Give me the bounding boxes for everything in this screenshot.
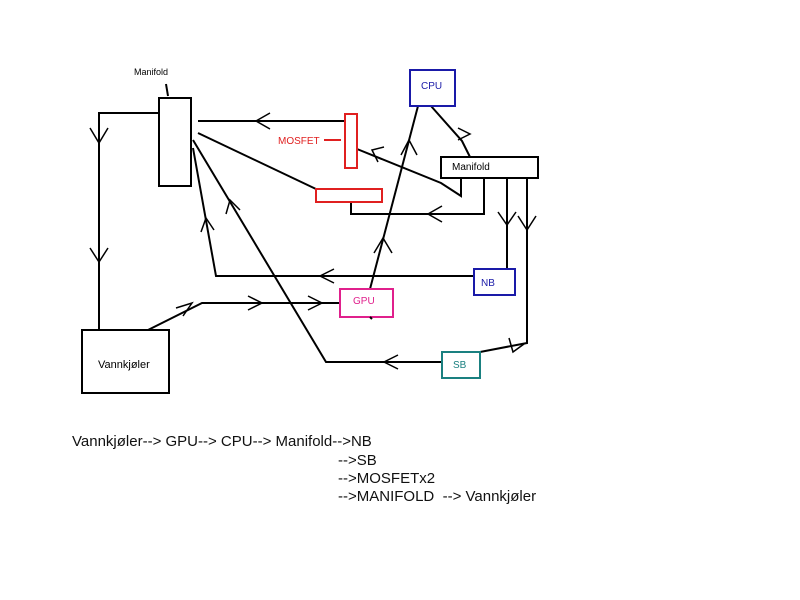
arrow-icon [89,127,109,145]
arrow-icon [200,216,215,233]
manifold-left-label: Manifold [134,67,168,77]
arrow-icon [175,301,194,317]
arrow-icon [373,236,393,254]
arrow-icon [400,138,418,156]
component-mosfet: MOSFET [278,113,383,203]
cpu-label: CPU [421,81,442,92]
flow-line-2: -->SB [338,452,377,469]
pipe-manifold-to-sb [479,178,528,353]
pipe-vannkjoler-to-left-manifold [98,112,159,330]
component-manifold-left: Manifold [134,67,192,187]
vannkjoler-label: Vannkjøler [98,359,150,371]
arrow-icon [370,146,385,163]
flow-arrows [89,112,537,370]
pipe-mosfet-loop [356,148,462,198]
flow-line-4: -->MANIFOLD --> Vannkjøler [338,488,537,505]
component-vannkjoler: Vannkjøler [81,329,170,394]
arrow-icon [318,268,335,284]
flow-line-1: Vannkjøler--> GPU--> CPU--> Manifold-->N… [72,433,372,450]
pipe-cpu-to-right-manifold [430,105,471,158]
pipe-mosfet-bottom-to-manifold [197,132,317,190]
component-nb: NB [473,268,516,296]
pipes [98,83,528,363]
arrow-icon [426,205,443,223]
component-gpu: GPU [339,288,394,320]
component-cpu: CPU [409,69,456,107]
mosfet-label: MOSFET [278,136,320,147]
arrow-icon [247,295,264,311]
arrow-icon [497,211,517,227]
arrow-icon [517,215,537,232]
component-sb: SB [441,351,481,379]
sb-label: SB [453,360,467,371]
pipe-nb-to-manifold [192,147,474,277]
pipe-gpu-to-cpu [369,105,419,290]
nb-label: NB [481,278,495,289]
gpu-label: GPU [353,296,375,307]
pipe-manifold-to-mosfets [350,178,485,215]
arrow-icon [254,112,271,130]
component-manifold-right: Manifold [440,156,539,179]
arrow-icon [382,354,399,370]
flow-line-3: -->MOSFETx2 [338,470,436,487]
manifold-right-label: Manifold [452,162,490,173]
arrow-icon [508,337,525,354]
pipe-vannkjoler-to-gpu [147,302,340,331]
arrow-icon [225,198,241,215]
pipe-sb-to-manifold [192,139,442,363]
manifold-label-tick [165,83,169,97]
arrow-icon [89,247,109,264]
arrow-icon [457,127,472,141]
arrow-icon [307,295,324,311]
